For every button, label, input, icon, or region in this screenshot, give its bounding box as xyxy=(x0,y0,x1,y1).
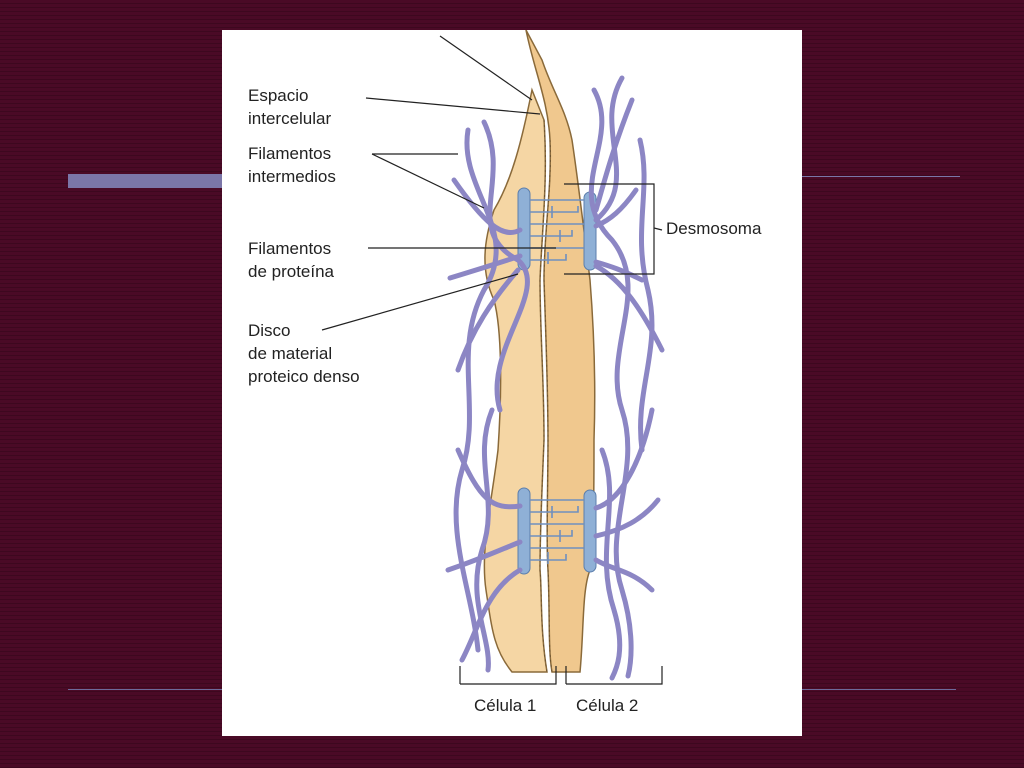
diagram-panel: Espacio intercelular Filamentos intermed… xyxy=(222,30,802,736)
label-disco-material: Disco de material proteico denso xyxy=(248,321,360,386)
label-espacio-intercelular: Espacio intercelular xyxy=(248,86,332,128)
leader-lines xyxy=(321,35,663,685)
label-filamentos-proteina: Filamentos de proteína xyxy=(248,239,335,281)
label-celula-1: Célula 1 xyxy=(474,696,537,715)
protein-filaments-upper xyxy=(530,199,584,264)
plaque-lower-right xyxy=(583,489,597,573)
label-celula-2: Célula 2 xyxy=(576,696,639,715)
desmosome-diagram xyxy=(321,30,665,685)
plaque-lower-left xyxy=(517,487,531,575)
intermediate-filaments xyxy=(445,75,665,681)
label-desmosoma: Desmosoma xyxy=(666,219,762,238)
accent-bar xyxy=(68,174,228,188)
protein-filaments-lower xyxy=(530,499,584,564)
label-filamentos-intermedios: Filamentos intermedios xyxy=(248,144,336,186)
